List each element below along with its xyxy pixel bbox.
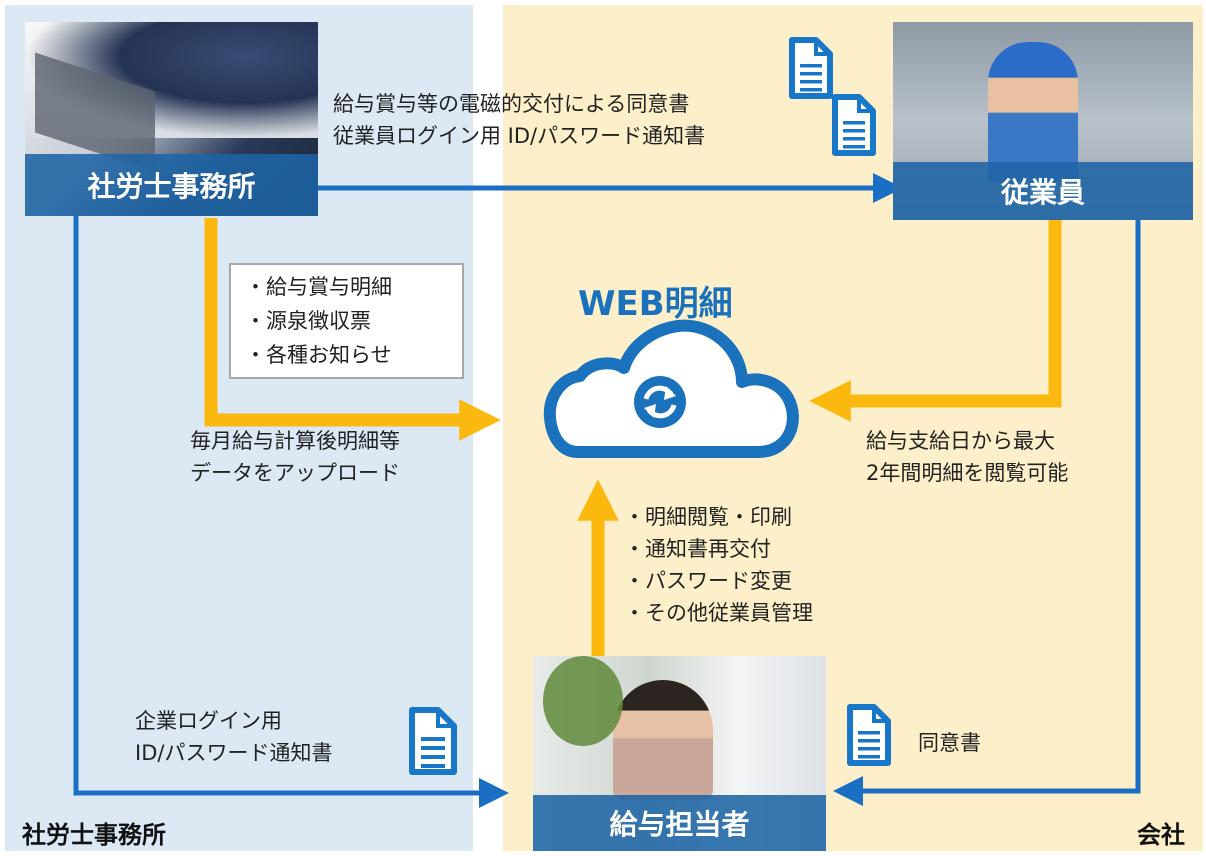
office-node: 社労士事務所 [25, 22, 318, 216]
top-doc-consent: 給与賞与等の電磁的交付による同意書 [333, 92, 690, 116]
company-login-caption: 企業ログイン用 [135, 709, 282, 733]
office-region-label: 社労士事務所 [22, 821, 166, 849]
employee-photo [988, 42, 1078, 182]
upload-caption: 毎月給与計算後明細等 [190, 429, 400, 453]
arrow-employee-to-payroll [833, 220, 1141, 806]
admin-item: ・明細閲覧・印刷 [624, 505, 792, 529]
employee-label: 従業員 [1000, 176, 1085, 209]
employee-node: 従業員 [893, 22, 1193, 220]
sync-icon [634, 376, 686, 428]
office-label: 社労士事務所 [87, 170, 256, 203]
company-login-caption: ID/パスワード通知書 [135, 741, 333, 765]
upload-items-box: ・給与賞与明細 ・源泉徴収票 ・各種お知らせ [229, 263, 464, 379]
admin-item: ・パスワード変更 [624, 569, 792, 593]
web-title: WEB明細 [578, 284, 733, 324]
upload-item: ・給与賞与明細 [245, 275, 392, 299]
arrow-view [809, 220, 1062, 422]
upload-caption: データをアップロード [190, 461, 400, 485]
admin-item: ・通知書再交付 [624, 537, 771, 561]
arrow-upload [204, 218, 501, 441]
view-caption: 2年間明細を閲覧可能 [866, 461, 1069, 485]
upload-item: ・各種お知らせ [245, 343, 392, 367]
payroll-photo [613, 680, 713, 800]
view-caption: 給与支給日から最大 [866, 429, 1055, 453]
payroll-label: 給与担当者 [609, 808, 750, 841]
top-doc-id: 従業員ログイン用 ID/パスワード通知書 [333, 124, 706, 148]
company-region-label: 会社 [1137, 821, 1185, 849]
consent-caption: 同意書 [918, 731, 981, 755]
admin-item: ・その他従業員管理 [624, 601, 813, 625]
arrow-office-to-payroll [73, 216, 509, 808]
plant-shape [543, 656, 623, 746]
upload-item: ・源泉徴収票 [245, 309, 371, 333]
payroll-node: 給与担当者 [533, 656, 826, 851]
